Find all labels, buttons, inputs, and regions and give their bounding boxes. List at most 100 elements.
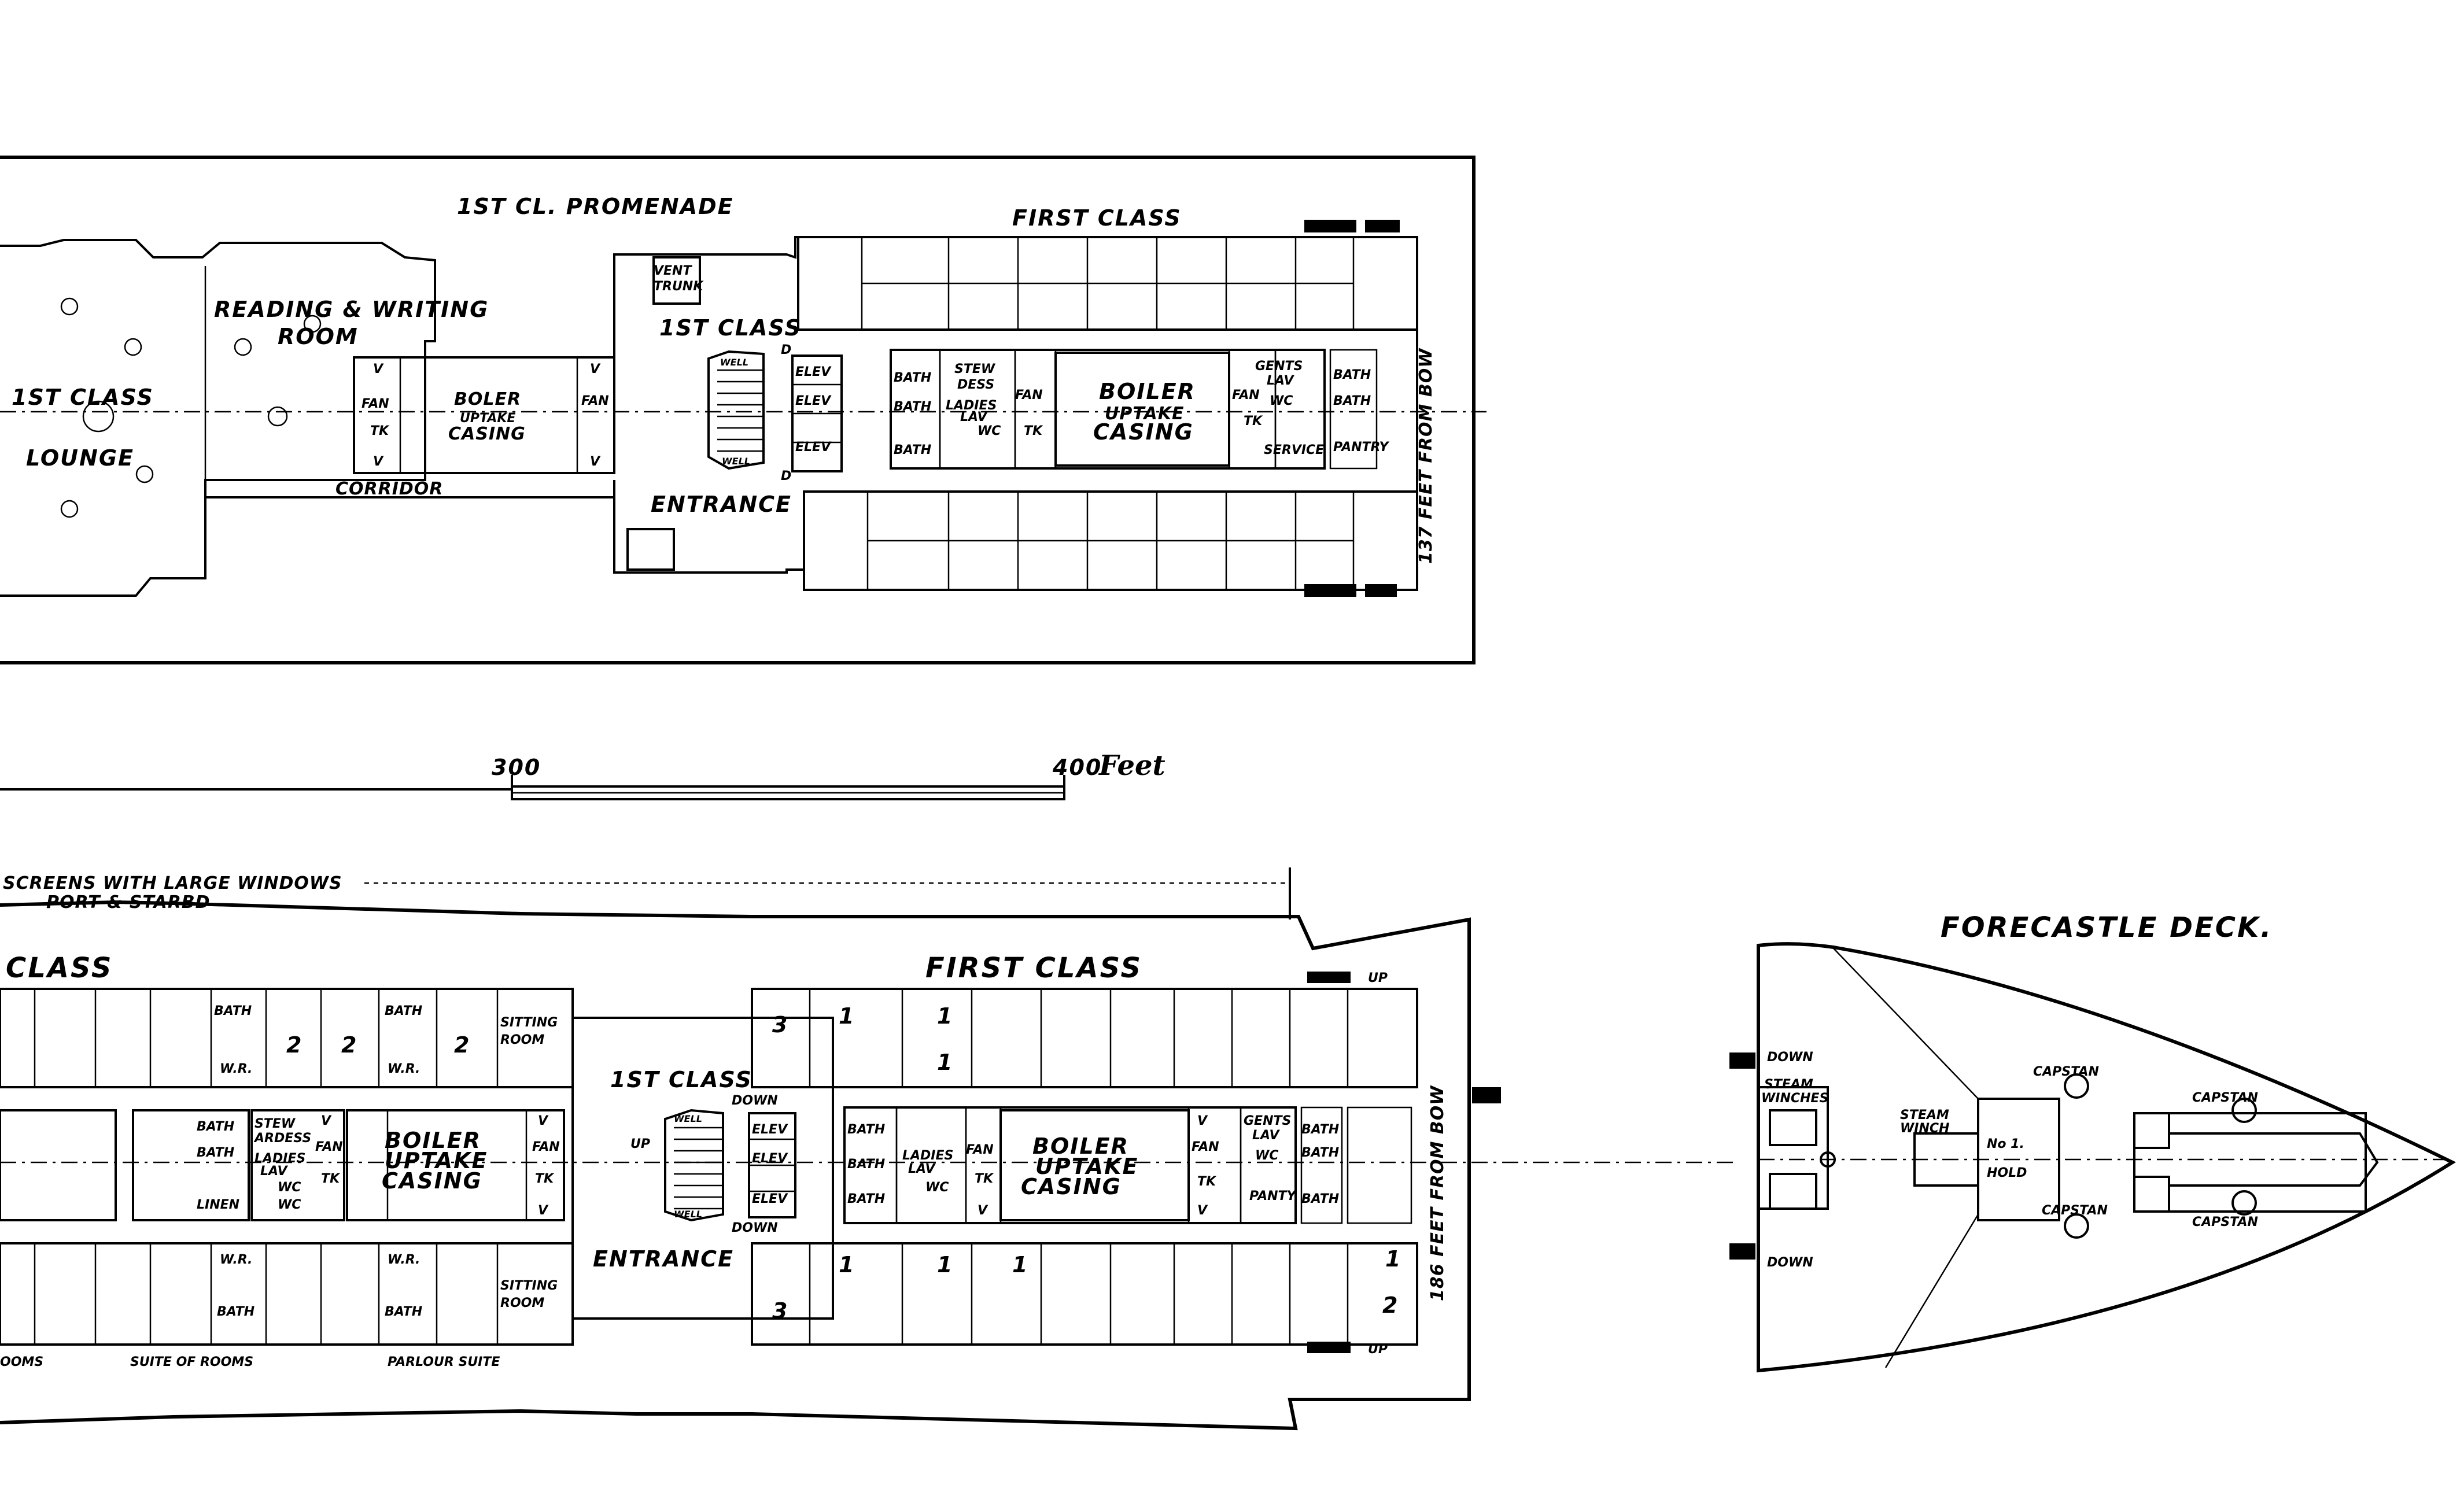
lower-stewardess-2: ARDESS [253, 1131, 311, 1146]
lower-cabin-num-1: 3 [772, 1012, 788, 1037]
boiler-casing-label-2: UPTAKE [1105, 404, 1184, 424]
screens-label-2: PORT & STARBD [46, 892, 211, 913]
lower-bath-7: BATH [847, 1122, 885, 1137]
boiler-casing-label-1: BOILER [1099, 379, 1196, 404]
lower-bath-6: BATH [385, 1305, 422, 1319]
lower-bath-11: BATH [1301, 1146, 1339, 1160]
lower-ladies-lav-1: LADIES [254, 1151, 305, 1166]
tk-label-1: TK [370, 424, 390, 438]
entrance-label: ENTRANCE [651, 492, 792, 517]
ladies-lav-label-1: LADIES [946, 398, 997, 413]
tk-label-3: TK [1244, 414, 1263, 429]
lower-fan-1: FAN [315, 1140, 343, 1154]
lower-wr-2: W.R. [388, 1062, 420, 1076]
lower-elev-2: ELEV [752, 1151, 788, 1166]
lower-class-label: CLASS [6, 952, 113, 984]
lower-suite-of-rooms: SUITE OF ROOMS [130, 1355, 253, 1369]
well-label-1: WELL [720, 357, 748, 368]
lower-cabin-num-3: 1 [839, 1003, 855, 1029]
pantry-label: PANTRY [1333, 440, 1389, 455]
steam-winch-label-2: WINCH [1900, 1121, 1949, 1136]
vent-trunk-label-2: TRUNK [654, 279, 704, 294]
scale-mark-300: 300 [492, 755, 541, 780]
bow-distance-label-upper: 137 FEET FROM BOW [1416, 348, 1436, 564]
lower-bath-10: BATH [1301, 1122, 1339, 1137]
boler-casing-label-3: CASING [448, 424, 526, 444]
gents-lav-label-1: GENTS [1255, 359, 1303, 374]
lower-gents-lav-2: LAV [1252, 1128, 1281, 1143]
upper-staircase [707, 350, 843, 472]
lower-elev-1: ELEV [752, 1122, 788, 1137]
lower-bath-9: BATH [847, 1192, 885, 1206]
lower-cabin-num-2: 3 [772, 1298, 788, 1324]
lower-sitting-room-4: ROOM [500, 1296, 544, 1310]
v-label-4: V [590, 455, 601, 469]
scale-bar: 300 400 Feet [0, 749, 1165, 800]
lower-cabin-num-11: 2 [341, 1032, 357, 1058]
lower-sitting-room-1: SITTING [500, 1015, 558, 1030]
corridor-label: CORRIDOR [335, 479, 443, 499]
service-label: SERVICE [1264, 443, 1324, 457]
forecastle-down-1: DOWN [1767, 1050, 1813, 1065]
lower-well-2: WELL [674, 1209, 702, 1220]
lower-tk-2: TK [535, 1172, 555, 1186]
lower-tk-1: TK [321, 1172, 341, 1186]
lower-v-3: V [538, 1203, 549, 1218]
steam-winch-label-1: STEAM [1900, 1108, 1949, 1122]
steam-winches-label-1: STEAM [1764, 1077, 1813, 1092]
lower-down-2: DOWN [732, 1221, 778, 1235]
boiler-casing-label-3: CASING [1093, 419, 1194, 445]
ladies-lav-label-2: LAV [960, 410, 988, 424]
capstan-label-3: CAPSTAN [2042, 1203, 2108, 1218]
stewardess-label-1: STEW [954, 362, 996, 376]
lower-linen: LINEN [197, 1198, 239, 1212]
lower-bath-2: BATH [385, 1004, 422, 1018]
lower-tk-3: TK [975, 1172, 994, 1186]
first-class-heading: FIRST CLASS [1012, 205, 1182, 231]
lower-bath-8: BATH [847, 1157, 885, 1172]
hold-label-1: No 1. [1987, 1137, 2024, 1151]
lower-wc-1: WC [278, 1180, 301, 1195]
lower-deck-outline [0, 900, 1471, 1431]
lounge-label-2: LOUNGE [26, 445, 134, 471]
forecastle-down-2: DOWN [1767, 1255, 1813, 1270]
fan-label-3: FAN [1015, 388, 1043, 402]
bath-label-2: BATH [894, 400, 931, 414]
lower-up-3: UP [630, 1137, 650, 1151]
v-label-3: V [590, 362, 601, 376]
lower-v-5: V [1197, 1114, 1208, 1128]
boler-casing-label-1: BOLER [454, 389, 521, 409]
upper-deck-plan: 1ST CL. PROMENADE FIRST CLASS READING & … [0, 156, 1486, 664]
well-label-2: WELL [722, 456, 750, 467]
promenade-label: 1ST CL. PROMENADE [457, 194, 734, 219]
stewardess-label-2: DESS [957, 378, 994, 392]
lower-wc-3: WC [925, 1180, 949, 1195]
capstan-label-1: CAPSTAN [2033, 1065, 2099, 1079]
lower-up-1: UP [1368, 971, 1388, 985]
lower-v-2: V [538, 1114, 549, 1128]
d-label-1: D [781, 343, 791, 357]
lower-boiler-label-2: UPTAKE [385, 1148, 488, 1173]
wc-label-2: WC [1270, 394, 1293, 408]
scale-mark-400: 400 [1052, 755, 1102, 780]
lower-ladies-lav-2: LAV [260, 1164, 289, 1179]
lower-boiler-label-3: CASING [382, 1168, 482, 1194]
elev-label-1: ELEV [795, 365, 832, 379]
v-label-1: V [373, 362, 384, 376]
lower-rooms-tail: OOMS [0, 1355, 43, 1369]
forecastle-hull-outline [1757, 942, 2456, 1373]
gents-lav-label-2: LAV [1267, 374, 1295, 388]
lower-bath-1: BATH [214, 1004, 252, 1018]
stair-class-label: 1ST CLASS [659, 315, 802, 341]
bath-label-5: BATH [1333, 394, 1371, 408]
d-label-2: D [781, 469, 791, 483]
bath-label-4: BATH [1333, 368, 1371, 382]
vent-trunk-label-1: VENT [654, 264, 692, 278]
v-label-2: V [373, 455, 384, 469]
lower-stair-class-label: 1ST CLASS [610, 1067, 753, 1092]
lower-fan-3: FAN [966, 1143, 994, 1157]
fan-label-2: FAN [581, 394, 609, 408]
lower-cabin-num-10: 2 [286, 1032, 303, 1058]
lower-cabin-num-6: 1 [839, 1252, 855, 1277]
